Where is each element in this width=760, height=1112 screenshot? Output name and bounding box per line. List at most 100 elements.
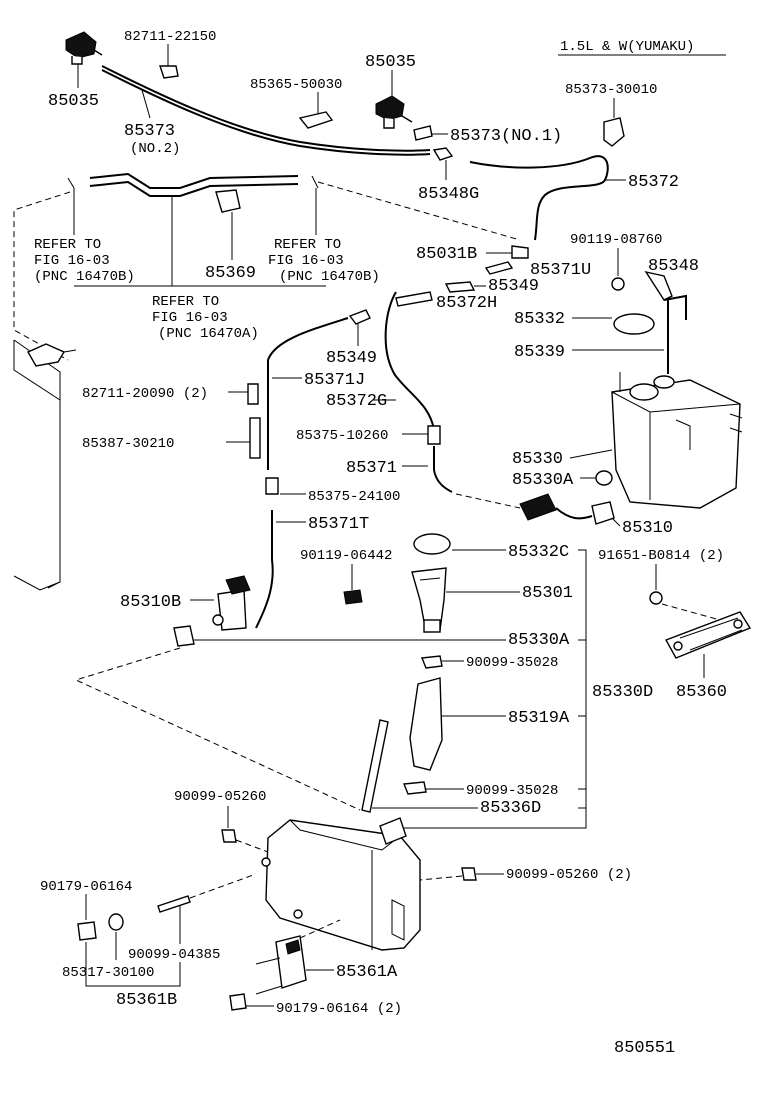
label-85336d: 85336D <box>480 799 541 818</box>
bolt-91651-b0814 <box>649 591 663 605</box>
label-85360: 85360 <box>676 683 727 702</box>
grommet-85330a-right <box>595 470 613 486</box>
label-85349-upper: 85349 <box>488 277 539 296</box>
valve-85031b <box>511 245 529 259</box>
clip-90099-05260-right <box>461 867 477 881</box>
label-85387-30210: 85387-30210 <box>82 436 174 452</box>
ref-bottom-l2: FIG 16-03 <box>152 310 228 326</box>
joint-85349-lower <box>348 309 371 325</box>
label-85375-24100: 85375-24100 <box>308 489 400 505</box>
hose-85371u <box>484 261 514 275</box>
ref-right-l3: (PNC 16470B) <box>279 269 380 285</box>
washer-tank-lower <box>261 817 421 951</box>
label-85371t: 85371T <box>308 515 369 534</box>
washer-nozzle-left <box>65 31 103 65</box>
cap-85332c <box>413 533 451 555</box>
inlet-85301 <box>411 567 447 633</box>
washer-nozzle-right <box>375 95 413 129</box>
dashed-clip-left <box>235 839 269 853</box>
label-85373-30010: 85373-30010 <box>565 82 657 98</box>
ref-left-l2: FIG 16-03 <box>34 253 110 269</box>
clamp-90099-35028-upper <box>421 655 443 669</box>
label-85361b: 85361B <box>116 991 177 1010</box>
ref-left-l1: REFER TO <box>34 237 101 253</box>
label-85332: 85332 <box>514 310 565 329</box>
bolt-90119-08760 <box>611 277 625 291</box>
diagram-code: 850551 <box>614 1039 675 1058</box>
label-85330d: 85330D <box>592 683 653 702</box>
joint-85348g <box>432 147 454 161</box>
bracket-85361a <box>255 935 307 995</box>
hose-85373-no2-edge <box>101 69 431 156</box>
label-85361a: 85361A <box>336 963 398 982</box>
bracket-85373-30010 <box>603 117 625 147</box>
label-85371u: 85371U <box>530 261 591 280</box>
screw-90099-04385 <box>157 895 191 913</box>
label-85330a-left: 85330A <box>508 631 570 650</box>
label-85373-no1: 85373(NO.1) <box>450 127 562 146</box>
label-85371: 85371 <box>346 459 397 478</box>
ref-bottom-l3: (PNC 16470A) <box>158 326 259 342</box>
label-82711-22150: 82711-22150 <box>124 29 216 45</box>
dashed-85361a <box>299 919 341 939</box>
label-85372g: 85372G <box>326 392 387 411</box>
grommet-85330a-left <box>173 625 195 647</box>
label-85371j: 85371J <box>304 371 365 390</box>
label-85372h: 85372H <box>436 294 497 313</box>
label-90099-35028-upper: 90099-35028 <box>466 655 558 671</box>
dashed-guide-lower <box>74 647 361 811</box>
clip-82711-20090 <box>247 383 259 405</box>
label-85317-30100: 85317-30100 <box>62 965 154 981</box>
protector-85387 <box>249 417 261 459</box>
label-85330: 85330 <box>512 450 563 469</box>
label-91651-b0814: 91651-B0814 (2) <box>598 548 724 564</box>
label-90099-05260-left: 90099-05260 <box>174 789 266 805</box>
bracket-85360 <box>664 611 752 659</box>
ref-bracket-lines <box>73 188 326 287</box>
dashed-clip-right <box>419 875 463 881</box>
hose-85373-no1 <box>413 125 433 141</box>
joint-85349-upper <box>444 281 476 293</box>
label-85373-no2-sub: (NO.2) <box>130 141 180 157</box>
dashed-motor <box>455 493 521 509</box>
nut-90179-06164-right <box>229 993 247 1011</box>
hose-85371t <box>255 510 274 629</box>
washer-motor-85310 <box>519 493 615 525</box>
hose-main-clamps <box>67 175 319 189</box>
joint-85375-24100 <box>265 477 279 495</box>
label-85349-lower: 85349 <box>326 349 377 368</box>
hose-85371 <box>433 446 453 493</box>
label-90179-06164-left: 90179-06164 <box>40 879 132 895</box>
hose-clip-82711 <box>159 65 179 79</box>
ref-right-l1: REFER TO <box>274 237 341 253</box>
label-85372: 85372 <box>628 173 679 192</box>
hose-85371j <box>267 317 349 470</box>
label-90099-35028-lower: 90099-35028 <box>466 783 558 799</box>
label-85310b: 85310B <box>120 593 181 612</box>
hose-clip-85365 <box>298 111 334 129</box>
label-82711-20090: 82711-20090 (2) <box>82 386 208 402</box>
label-85348: 85348 <box>648 257 699 276</box>
label-85348g: 85348G <box>418 185 479 204</box>
hose-85372 <box>469 155 609 241</box>
dashed-guide-top <box>317 181 521 241</box>
label-90119-06442: 90119-06442 <box>300 548 392 564</box>
label-90099-04385: 90099-04385 <box>128 947 220 963</box>
variant-title: 1.5L & W(YUMAKU) <box>560 39 694 55</box>
bracket-85361b <box>85 942 181 987</box>
label-85339: 85339 <box>514 343 565 362</box>
nut-90179-06164-left <box>77 921 97 941</box>
ref-bottom-l1: REFER TO <box>152 294 219 310</box>
label-90119-08760: 90119-08760 <box>570 232 662 248</box>
leader-85373-no2 <box>141 89 151 119</box>
clamp-90099-35028-lower <box>403 781 427 795</box>
washer-pump-85310b <box>212 575 251 631</box>
leader-85310 <box>611 517 621 527</box>
label-85319a: 85319A <box>508 709 570 728</box>
hose-85372h <box>395 291 433 307</box>
hose-main-lower <box>89 180 299 197</box>
joint-85375-10260 <box>427 425 441 445</box>
leader-85330 <box>569 449 613 459</box>
